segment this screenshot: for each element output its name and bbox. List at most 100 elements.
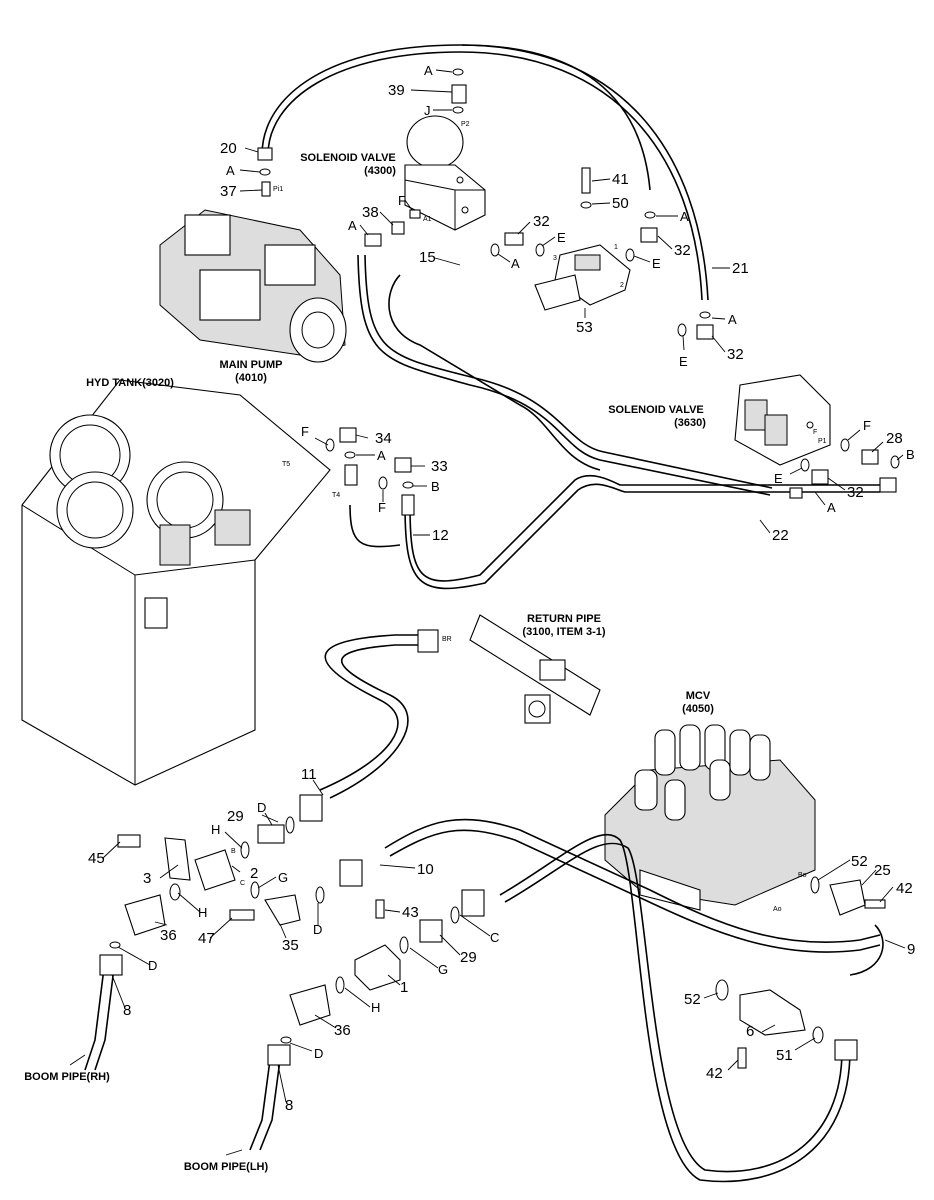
port-1: 1	[614, 244, 618, 251]
main-pump-code: (4010)	[235, 372, 267, 384]
callout-36b: 36	[334, 1022, 351, 1039]
callout-j-39: J	[424, 103, 431, 118]
callout-1: 1	[400, 979, 408, 996]
callout-33: 33	[431, 458, 448, 475]
callout-9: 9	[907, 941, 915, 958]
callout-f-28: F	[863, 418, 871, 433]
callout-12: 12	[432, 527, 449, 544]
callout-47: 47	[198, 930, 215, 947]
callout-52a: 52	[851, 853, 868, 870]
callout-10: 10	[417, 861, 434, 878]
callout-37: 37	[220, 183, 237, 200]
port-pi1: Pi1	[273, 186, 283, 193]
port-ao: Ao	[773, 906, 782, 913]
boom-pipe-rh-label: BOOM PIPE(RH)	[24, 1071, 110, 1083]
leader-lines	[69, 69, 906, 1156]
solenoid-valve-4300	[404, 115, 486, 231]
port-3: 3	[553, 255, 557, 262]
callout-a-22: A	[827, 500, 836, 515]
callout-11: 11	[301, 766, 317, 783]
callout-d-29: D	[257, 800, 266, 815]
callout-42a: 42	[896, 880, 913, 897]
callout-a-34: A	[377, 448, 386, 463]
callout-36a: 36	[160, 927, 177, 944]
callout-28: 28	[886, 430, 903, 447]
callout-39: 39	[388, 82, 405, 99]
callout-29a: 29	[227, 808, 244, 825]
manifold-block-53	[534, 244, 631, 311]
port-f: F	[813, 429, 817, 436]
callout-h-36: H	[198, 905, 207, 920]
solenoid-valve-4300-label: SOLENOID VALVE	[300, 152, 396, 164]
main-pump	[159, 209, 347, 363]
callout-e-32d: E	[774, 471, 783, 486]
callout-8a: 8	[123, 1002, 131, 1019]
callout-34: 34	[375, 430, 392, 447]
callout-b-28: B	[906, 447, 915, 462]
solenoid-valve-3630	[734, 374, 831, 466]
port-labels: P2 Pi1 A1 P1 T5 T4 BR Bo Ao 1 2 3 F B C	[231, 121, 827, 913]
mcv-label: MCV	[686, 690, 711, 702]
port-c: C	[240, 880, 245, 887]
callout-53: 53	[576, 319, 593, 336]
callout-a-20: A	[226, 163, 235, 178]
port-b: B	[231, 848, 236, 855]
port-2: 2	[620, 282, 624, 289]
callout-35: 35	[282, 937, 299, 954]
callout-a-15: A	[511, 256, 520, 271]
solenoid-valve-4300-code: (4300)	[364, 165, 396, 177]
callout-f-38: F	[398, 193, 406, 208]
callout-6: 6	[746, 1023, 754, 1040]
callout-32b: 32	[674, 242, 691, 259]
callout-d-35: D	[313, 922, 322, 937]
callout-3: 3	[143, 870, 151, 887]
main-pump-label: MAIN PUMP	[220, 359, 283, 371]
callout-52b: 52	[684, 991, 701, 1008]
callout-41: 41	[612, 171, 629, 188]
callout-25: 25	[874, 862, 891, 879]
callout-a-39: A	[424, 63, 433, 78]
return-pipe	[469, 614, 601, 724]
callout-43: 43	[402, 904, 419, 921]
port-bo: Bo	[798, 872, 807, 879]
mcv	[604, 724, 816, 911]
callout-d-8: D	[148, 958, 157, 973]
callout-a-21: A	[680, 209, 689, 224]
callout-15: 15	[419, 249, 436, 266]
port-p2: P2	[461, 121, 470, 128]
callout-32a: 32	[533, 213, 550, 230]
callout-45: 45	[88, 850, 105, 867]
callout-38: 38	[362, 204, 379, 221]
solenoid-valve-3630-code: (3630)	[674, 417, 706, 429]
callout-f-34: F	[301, 424, 309, 439]
callout-32c: 32	[727, 346, 744, 363]
port-t5: T5	[282, 461, 290, 468]
component-labels: MAIN PUMP (4010) SOLENOID VALVE (4300) S…	[24, 152, 714, 1173]
mcv-code: (4050)	[682, 703, 714, 715]
return-pipe-ref: (3100, ITEM 3-1)	[522, 626, 605, 638]
callout-b-33: B	[431, 479, 440, 494]
callout-e-32b: E	[652, 256, 661, 271]
callout-h-2: H	[211, 822, 220, 837]
callout-g-1: G	[438, 962, 448, 977]
callout-d-8b: D	[314, 1046, 323, 1061]
callout-8b: 8	[285, 1097, 293, 1114]
callout-42b: 42	[706, 1065, 723, 1082]
hyd-tank-label: HYD TANK(3020)	[86, 377, 174, 389]
boom-pipe-lh-label: BOOM PIPE(LH)	[184, 1161, 269, 1173]
callout-e-32a: E	[557, 230, 566, 245]
callout-e-32c: E	[679, 354, 688, 369]
port-p1: P1	[818, 438, 827, 445]
callout-2: 2	[250, 865, 258, 882]
callout-32d: 32	[847, 484, 864, 501]
hoses	[84, 44, 884, 1183]
callout-a-32c: A	[728, 312, 737, 327]
hyd-tank	[21, 379, 331, 786]
callout-21: 21	[732, 260, 749, 277]
callout-c-29: C	[490, 930, 499, 945]
callout-a-38: A	[348, 218, 357, 233]
callout-h-1: H	[371, 1000, 380, 1015]
callout-51: 51	[776, 1047, 793, 1064]
part-callouts: 20 A 37 A 39 J 38 F A 15 A 32 E 41 50 A …	[88, 63, 915, 1114]
